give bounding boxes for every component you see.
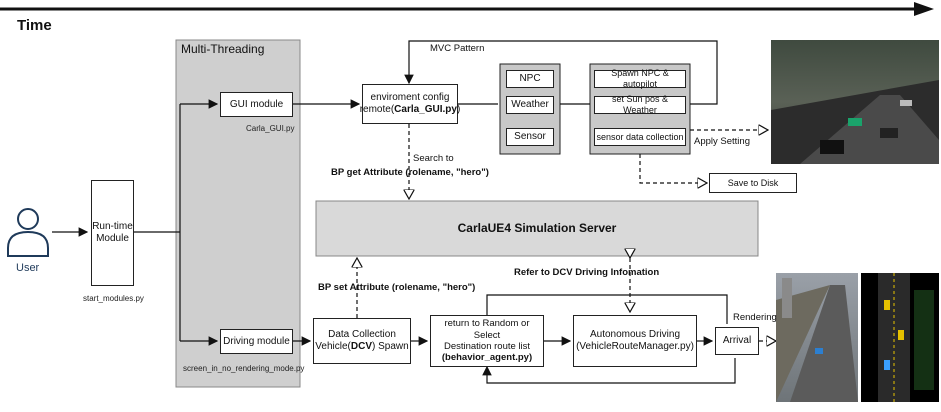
dcv-spawn-box: Data Collection Vehicle(DCV) Spawn	[313, 318, 411, 364]
route-list-box: return to Random or Select Destination r…	[430, 315, 544, 367]
apply-setting-label: Apply Setting	[694, 136, 750, 147]
simulation-server-box	[315, 200, 759, 257]
time-arrow	[0, 2, 934, 16]
simulation-screenshot-bottom	[776, 273, 939, 402]
time-label: Time	[17, 17, 52, 34]
save-disk-box: Save to Disk	[709, 173, 797, 193]
env-config-prefix: remote(	[359, 104, 395, 115]
bp-set-label: BP set Attribute (rolename, "hero")	[318, 282, 476, 293]
autonomous-driving-box: Autonomous Driving (VehicleRouteManager.…	[573, 315, 697, 367]
auto-line1: Autonomous Driving	[589, 329, 681, 340]
no-render-file: screen_in_no_rendering_mode.py	[183, 364, 305, 373]
env-config-suffix: )	[456, 104, 461, 115]
route-line3: (behavior_agent.py)	[441, 352, 533, 364]
dcv-suffix: ) Spawn	[372, 341, 409, 352]
runtime-module-box: Run-time Module	[91, 180, 134, 286]
user-icon	[7, 208, 49, 257]
refer-to-label: Refer to DCV Driving Infomation	[514, 267, 660, 278]
user-label: User	[16, 262, 40, 274]
bp-get-label: BP get Attribute (rolename, "hero")	[331, 167, 489, 178]
sensor-collection-box: sensor data collection	[594, 128, 686, 146]
env-config-file: Carla_GUI.py	[394, 104, 457, 115]
solid-connectors	[52, 40, 736, 384]
route-line1: return to Random or Select	[444, 318, 530, 341]
server-label: CarlaUE4 Simulation Server	[457, 221, 617, 235]
driving-module-box: Driving module	[220, 329, 293, 354]
env-config-box: enviroment config remote(Carla_GUI.py)	[360, 84, 461, 124]
start-modules-file: start_modules.py	[83, 294, 144, 303]
dcv-abbrev: DCV	[350, 341, 372, 352]
sun-pos-box: set Sun pos & Weather	[594, 94, 686, 115]
mvc-label: MVC Pattern	[430, 43, 485, 54]
carla-gui-file: Carla_GUI.py	[246, 124, 295, 133]
sensor-box: Sensor	[506, 128, 554, 146]
search-to-label: Search to	[413, 153, 454, 164]
gui-module-box: GUI module	[220, 92, 293, 117]
spawn-npc-box: Spawn NPC & autopilot	[594, 68, 686, 89]
dcv-line2: Vehicle(DCV) Spawn	[315, 341, 408, 353]
multithreading-label: Multi-Threading	[181, 42, 265, 56]
auto-line2: (VehicleRouteManager.py)	[576, 341, 694, 352]
dashed-connectors	[357, 124, 776, 341]
env-config-line1: enviroment config	[370, 92, 450, 103]
dcv-prefix: Vehicle(	[315, 341, 351, 352]
simulation-screenshot-top	[771, 40, 939, 164]
dcv-line1: Data Collection	[328, 329, 396, 340]
npc-box: NPC	[506, 70, 554, 88]
weather-box: Weather	[506, 96, 554, 114]
rendering-label: Rendering	[733, 312, 777, 323]
env-config-line2: remote(Carla_GUI.py)	[360, 104, 461, 116]
arrival-box: Arrival	[715, 327, 759, 355]
route-line2: Destination route list	[443, 341, 531, 352]
